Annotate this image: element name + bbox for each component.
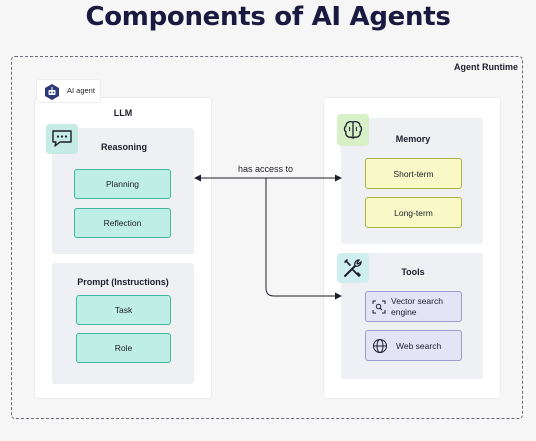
reasoning-title: Reasoning xyxy=(100,142,147,152)
ai-agent-label: AI agent xyxy=(67,86,95,95)
tools-title: Tools xyxy=(401,267,425,277)
reflection-box: Reflection xyxy=(74,208,171,238)
agent-runtime-label: Agent Runtime xyxy=(454,62,518,72)
long-term-box: Long-term xyxy=(365,197,462,228)
vector-search-label: Vector search engine xyxy=(391,295,443,317)
task-box: Task xyxy=(76,295,171,325)
planning-box: Planning xyxy=(74,169,171,199)
role-box: Role xyxy=(76,333,171,363)
web-search-box: Web search xyxy=(365,330,462,361)
diagram-title: Components of AI Agents xyxy=(85,2,451,32)
robot-icon xyxy=(43,83,61,101)
vector-search-box: Vector search engine xyxy=(365,291,462,322)
memory-title: Memory xyxy=(395,134,431,144)
vector-search-icon xyxy=(372,300,386,314)
brain-icon xyxy=(337,114,369,146)
agent-runtime-container xyxy=(11,56,523,419)
prompt-title: Prompt (Instructions) xyxy=(77,277,169,287)
llm-tools-arrow xyxy=(265,178,342,300)
globe-icon xyxy=(372,338,388,354)
tools-icon xyxy=(337,253,369,283)
has-access-to-label: has access to xyxy=(236,164,296,174)
short-term-box: Short-term xyxy=(365,158,462,189)
llm-title: LLM xyxy=(113,108,133,118)
thinking-bubble-icon xyxy=(46,124,78,154)
web-search-label: Web search xyxy=(396,340,442,351)
